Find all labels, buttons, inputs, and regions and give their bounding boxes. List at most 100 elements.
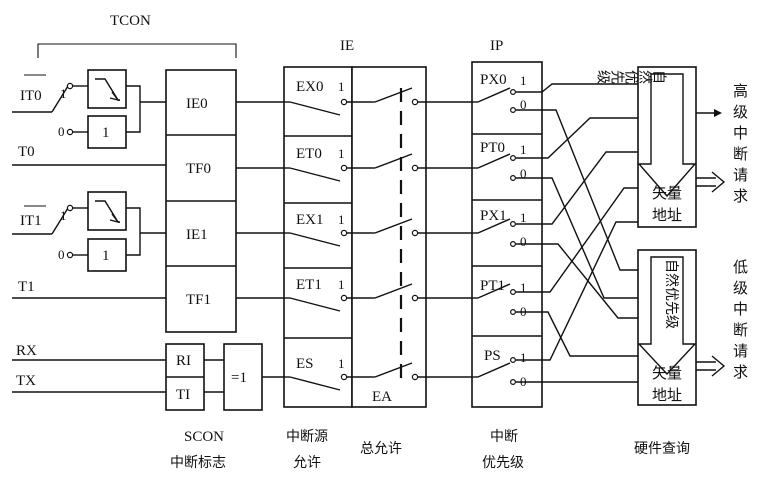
caption-priority-1: 中断	[490, 429, 518, 445]
it0-switch-contact-1	[66, 82, 74, 90]
it0-buffer-label: 1	[102, 125, 110, 141]
svg-text:0: 0	[520, 97, 527, 112]
high-vector-label-1: 矢量	[652, 184, 682, 202]
svg-text:PX0: PX0	[480, 72, 507, 88]
svg-text:求: 求	[733, 363, 748, 381]
tcon-flag-ie0: IE0	[186, 96, 208, 112]
ie-bit-ex0: EX0 1	[284, 79, 372, 116]
svg-text:EX0: EX0	[296, 79, 324, 95]
svg-text:高: 高	[733, 82, 748, 100]
svg-text:1: 1	[338, 146, 345, 161]
it0-switch-zero: 0	[58, 124, 65, 139]
it0-buffer	[87, 115, 127, 149]
it0-label: IT0	[20, 88, 42, 104]
tx-label: TX	[16, 373, 36, 389]
low-priority-hw-box	[637, 249, 697, 406]
low-vector-label-2: 地址	[652, 386, 682, 404]
caption-source-enable-2: 允许	[293, 455, 321, 471]
svg-text:1: 1	[520, 280, 527, 295]
ip-label: IP	[490, 38, 503, 54]
ip-bit-px0: PX0 1 0	[472, 72, 527, 113]
ie-bit-es: ES 1	[284, 356, 372, 391]
it0-switch-blade	[51, 85, 69, 113]
it0-switch-one: 1	[60, 86, 67, 101]
scon-flag-ti: TI	[176, 387, 190, 403]
svg-text:1: 1	[520, 350, 527, 365]
caption-priority-2: 优先级	[482, 455, 524, 471]
ie-enable-box	[283, 66, 353, 408]
svg-text:1: 1	[338, 356, 345, 371]
t1-label: T1	[18, 279, 35, 295]
tcon-flag-tf1: TF1	[186, 292, 211, 308]
ie-bit-et0: ET0 1	[284, 146, 372, 182]
it0-edge-detector	[87, 69, 127, 109]
svg-text:PT1: PT1	[480, 278, 505, 294]
svg-text:ET0: ET0	[296, 146, 322, 162]
low-request-label: 低 级 中 断 请 求	[733, 258, 748, 381]
svg-text:断: 断	[733, 145, 748, 163]
it1-buffer-label: 1	[102, 248, 110, 264]
svg-text:1: 1	[520, 142, 527, 157]
or-gate-label: =1	[231, 370, 247, 386]
svg-text:断: 断	[733, 321, 748, 339]
caption-flags: 中断标志	[170, 455, 226, 471]
rx-label: RX	[16, 343, 37, 359]
ie-bit-et1: ET1 1	[284, 277, 372, 312]
it1-switch-one: 1	[60, 208, 67, 223]
svg-text:EX1: EX1	[296, 212, 324, 228]
svg-text:1: 1	[520, 73, 527, 88]
caption-source-enable-1: 中断源	[286, 429, 328, 445]
priority-routing-wires	[516, 83, 638, 383]
caption-hw-query: 硬件查询	[634, 441, 690, 457]
svg-text:级: 级	[733, 279, 748, 297]
svg-text:PS: PS	[484, 348, 501, 364]
tcon-flag-ie1: IE1	[186, 227, 208, 243]
high-natural-priority-label: 自然优先级	[597, 68, 667, 84]
caption-scon: SCON	[184, 429, 224, 445]
it1-switch-zero: 0	[58, 247, 65, 262]
svg-text:求: 求	[733, 187, 748, 205]
ip-register	[471, 61, 543, 408]
it1-switch-blade	[51, 207, 69, 235]
ip-bit-pt0: PT0 1 0	[472, 140, 527, 182]
edge-detector-icon	[95, 200, 120, 223]
svg-text:ES: ES	[296, 356, 314, 372]
ip-bit-px1: PX1 1 0	[472, 208, 527, 249]
svg-text:1: 1	[520, 210, 527, 225]
high-priority-hw-box	[637, 66, 697, 228]
low-natural-priority-label: 自然优先级	[663, 259, 680, 329]
ie-master-box	[351, 66, 427, 408]
svg-text:0: 0	[520, 166, 527, 181]
ea-master-switches	[372, 87, 419, 381]
svg-text:1: 1	[338, 212, 345, 227]
svg-text:PT0: PT0	[480, 140, 505, 156]
it1-label: IT1	[20, 213, 42, 229]
tcon-label: TCON	[110, 13, 151, 29]
t0-label: T0	[18, 144, 35, 160]
it1-edge-detector	[87, 191, 127, 231]
natural-priority-arrow-icon	[637, 256, 697, 376]
scon-flag-ri: RI	[176, 353, 191, 369]
svg-text:请: 请	[733, 342, 748, 360]
svg-text:PX1: PX1	[480, 208, 507, 224]
svg-text:0: 0	[520, 234, 527, 249]
ie-label: IE	[340, 38, 354, 54]
svg-text:中: 中	[733, 300, 748, 318]
svg-text:1: 1	[338, 277, 345, 292]
low-vector-output-icon	[696, 361, 716, 371]
svg-text:中: 中	[733, 124, 748, 142]
high-vector-output-icon	[696, 177, 716, 187]
ie-bit-ex1: EX1 1	[284, 212, 372, 247]
svg-text:级: 级	[733, 103, 748, 121]
high-request-label: 高 级 中 断 请 求	[733, 82, 748, 205]
edge-detector-icon	[95, 78, 120, 101]
svg-text:低: 低	[733, 258, 748, 276]
svg-text:ET1: ET1	[296, 277, 322, 293]
it0-switch-contact-0	[66, 128, 74, 136]
tcon-bracket	[37, 43, 237, 58]
caption-master-enable: 总允许	[360, 441, 402, 457]
tcon-flag-tf0: TF0	[186, 161, 211, 177]
svg-text:请: 请	[733, 166, 748, 184]
svg-text:1: 1	[338, 79, 345, 94]
